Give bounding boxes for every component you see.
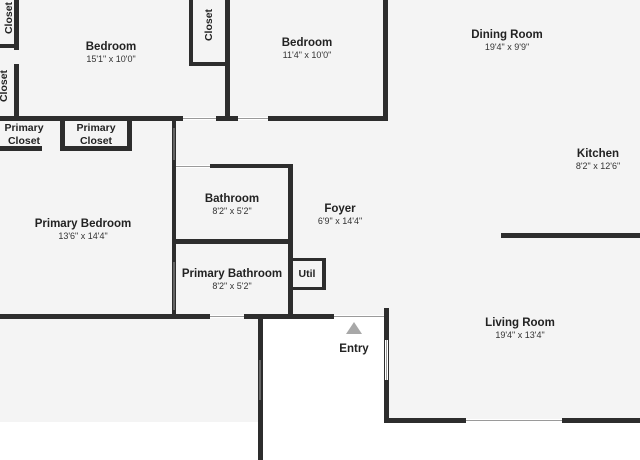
living-name: Living Room [485,317,555,329]
wall-util-right [322,258,326,290]
wall-kitchen-counter [501,233,640,238]
kitchen-dims: 8'2" x 12'6" [576,161,620,171]
dining-dims: 19'4" x 9'9" [485,42,529,52]
primary-bathroom-name: Primary Bathroom [182,268,282,280]
wall-bedroom2-right [383,0,388,120]
living-dims: 19'4" x 13'4" [495,330,544,340]
wall-pcloset2-right [127,120,132,151]
wall-closet-center-left [189,0,193,66]
primary-bedroom-name: Primary Bedroom [35,218,132,230]
wall-util-top [292,258,326,261]
openings [173,117,562,422]
closet-left-mid-label: Closet [0,69,10,102]
closet-left-top-label: Closet [3,1,15,34]
bedroom2-dims: 11'4" x 10'0" [283,50,332,60]
wall-bedrooms-bottom-c [268,116,388,121]
wall-wing-bottom-a [0,314,210,319]
primary-closet-1-line1: Primary [4,122,43,134]
wall-bedrooms-bottom-b [216,116,238,121]
wall-closet-left-lower [14,64,19,119]
primary-bedroom-dims: 13'6" x 14'4" [58,231,107,241]
wall-closet-center-bottom [189,62,229,66]
wall-bath-divider [172,239,292,244]
wall-wing-bottom-b [244,314,334,319]
entry-label: Entry [339,343,369,355]
bathroom-name: Bathroom [205,193,259,205]
bedroom1-dims: 15'1" x 10'0" [86,54,135,64]
wall-pcloset2-bottom [60,146,132,151]
wall-util-bottom [292,287,326,290]
wall-living-bottom-b [562,418,640,423]
wall-bedrooms-bottom-a [0,116,183,121]
util-label: Util [299,268,316,280]
closet-center-label: Closet [203,8,215,41]
bathroom-dims: 8'2" x 5'2" [212,206,251,216]
exterior-bottom-right [386,422,640,460]
bedroom1-name: Bedroom [86,41,136,53]
wall-primary-bedroom-right [172,120,176,318]
wall-closet-left [14,0,19,50]
foyer-dims: 6'9" x 14'4" [318,216,362,226]
wall-living-bottom-a [384,418,466,423]
kitchen-name: Kitchen [577,148,619,160]
entry-porch [262,318,386,460]
dining-name: Dining Room [471,29,543,41]
primary-bathroom-dims: 8'2" x 5'2" [212,281,251,291]
wall-pcloset1-bottom [0,146,42,151]
bedroom2-name: Bedroom [282,37,332,49]
wall-pcloset-divider [60,120,65,151]
wall-bath-top [210,164,292,168]
entry-arrow-icon [346,322,362,334]
primary-closet-1-line2: Closet [8,135,41,147]
foyer-name: Foyer [324,203,356,215]
primary-closet-2-line2: Closet [80,135,113,147]
primary-closet-2-line1: Primary [76,122,115,134]
wall-closet-shelf [0,44,19,48]
wall-bedroom-divider [225,0,230,120]
